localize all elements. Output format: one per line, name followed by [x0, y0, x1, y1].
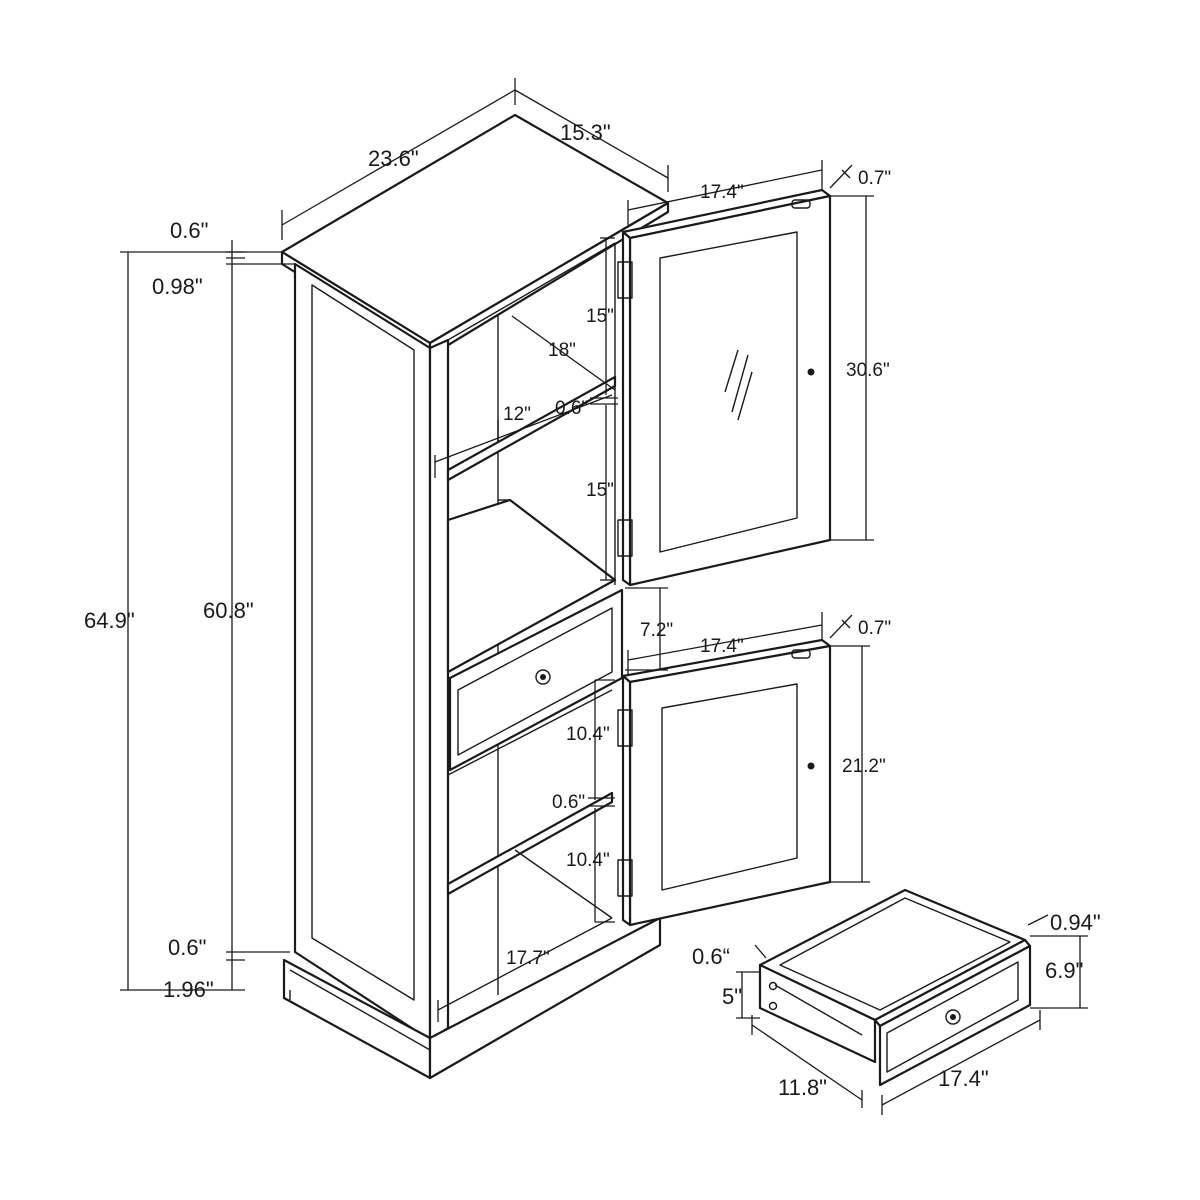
label-upper-space-2: 15": [586, 480, 614, 501]
lower-door-hinge-bottom-icon: [617, 859, 633, 897]
side-panel-inset: [311, 284, 415, 1001]
upper-shelf: [446, 375, 617, 482]
drawer-knob-icon: [945, 1009, 961, 1025]
label-upper-space-1: 15": [586, 306, 614, 327]
label-top-depth: 15.3": [560, 120, 611, 145]
label-drawer-front-thickness: 0.94": [1050, 910, 1101, 935]
removed-drawer: [758, 888, 1032, 1087]
cabinet: [280, 113, 670, 1080]
label-top-overhang: 0.98": [152, 274, 203, 299]
label-drawer-box-height: 5": [722, 984, 742, 1009]
upper-door: [617, 188, 832, 587]
label-lower-door-thickness: 0.7": [858, 618, 891, 639]
label-drawer-side-thickness: 0.6“: [692, 944, 730, 969]
label-drawer-depth: 11.8": [778, 1075, 827, 1100]
label-lower-space-2: 10.4": [566, 850, 610, 871]
lower-door-latch-icon: [791, 649, 811, 659]
label-shelf-depth: 12": [503, 404, 531, 425]
label-top-thickness: 0.6": [170, 218, 208, 243]
label-drawer-front-width: 17.4": [938, 1066, 989, 1091]
cabinet-front-stile: [428, 338, 450, 1042]
cabinet-drawer-knob-icon: [535, 669, 551, 685]
label-upper-door-height: 30.6": [846, 360, 890, 381]
upper-door-latch-icon: [791, 199, 811, 209]
dimension-labels: 23.6" 15.3" 0.6" 0.98" 64.9" 60.8" 0.6" …: [84, 120, 1101, 1100]
label-base-gap: 0.6": [168, 935, 206, 960]
drawer-box-side: [758, 963, 877, 1064]
upper-door-knob-icon: [807, 368, 815, 376]
label-total-height: 64.9": [84, 608, 135, 633]
lower-shelf: [446, 791, 614, 896]
label-shelf-thickness-upper: 0.6": [555, 398, 588, 419]
label-upper-door-width: 17.4": [700, 182, 744, 203]
lower-door-knob-icon: [807, 762, 815, 770]
label-body-height: 60.8": [203, 598, 254, 623]
cabinet-base-side: [428, 916, 662, 1080]
dimension-lines: [120, 78, 1088, 1115]
label-shelf-width: 18": [548, 340, 576, 361]
label-shelf-thickness-lower: 0.6": [552, 792, 585, 813]
label-lower-space-1: 10.4": [566, 724, 610, 745]
cabinet-left-side: [293, 262, 432, 1042]
cabinet-drawer-inset: [457, 607, 613, 756]
upper-door-hinge-bottom-icon: [617, 519, 633, 557]
lower-door: [617, 638, 832, 927]
label-lower-door-width: 17.4": [700, 636, 744, 657]
label-upper-door-thickness: 0.7": [858, 168, 891, 189]
label-lower-door-height: 21.2": [842, 756, 886, 777]
label-base-height: 1.96": [163, 977, 214, 1002]
lower-door-hinge-top-icon: [617, 709, 633, 747]
label-drawer-gap: 7.2": [640, 620, 673, 641]
label-top-width: 23.6": [368, 146, 419, 171]
label-drawer-front-height: 6.9": [1045, 958, 1083, 983]
upper-door-hinge-top-icon: [617, 261, 633, 299]
label-inner-width: 17.7": [506, 948, 550, 969]
